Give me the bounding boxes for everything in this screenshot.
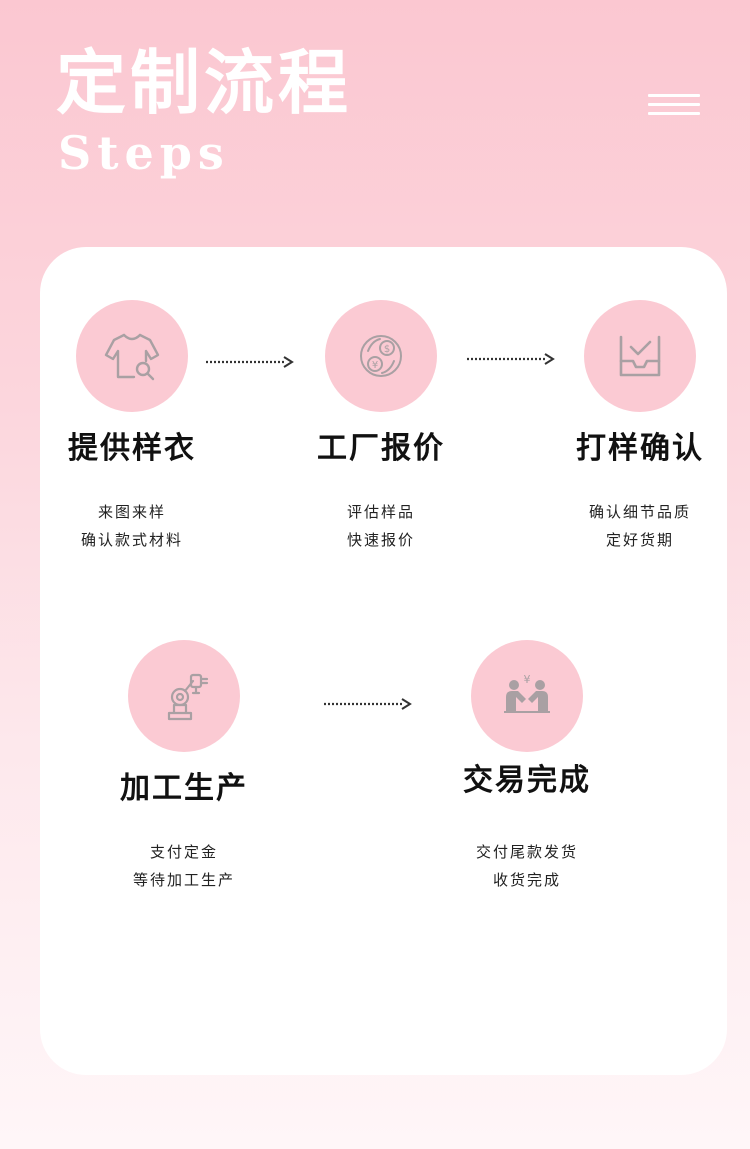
step-description: 评估样品 快速报价 — [281, 498, 481, 554]
page-subtitle: Steps — [58, 126, 230, 180]
page-title: 定制流程 — [56, 41, 352, 124]
arrow-right-icon — [206, 356, 294, 368]
step-desc-line: 收货完成 — [492, 871, 561, 889]
step-description: 交付尾款发货 收货完成 — [427, 838, 627, 894]
step-desc-line: 快速报价 — [346, 531, 415, 549]
step-provide-sample: 提供样衣 来图来样 确认款式材料 — [32, 300, 232, 554]
svg-text:¥: ¥ — [524, 673, 531, 686]
step-description: 来图来样 确认款式材料 — [32, 498, 232, 554]
step-icon-circle: $ ¥ — [325, 300, 437, 412]
step-icon-circle — [128, 640, 240, 752]
steps-card: 提供样衣 来图来样 确认款式材料 $ ¥ 工厂报价 评估样品 快速报价 — [40, 247, 727, 1075]
step-production: 加工生产 支付定金 等待加工生产 — [84, 640, 284, 894]
step-desc-line: 等待加工生产 — [132, 871, 235, 889]
inbox-check-icon — [619, 335, 661, 377]
step-icon-circle — [76, 300, 188, 412]
step-sample-confirm: 打样确认 确认细节品质 定好货期 — [540, 300, 740, 554]
svg-text:¥: ¥ — [372, 360, 378, 371]
arrow-right-icon — [467, 353, 555, 365]
currency-exchange-icon: $ ¥ — [360, 335, 402, 377]
handshake-deal-icon: ¥ — [504, 673, 550, 713]
step-icon-circle: ¥ — [471, 640, 583, 752]
step-icon-circle — [584, 300, 696, 412]
step-deal-complete: ¥ 交易完成 交付尾款发货 收货完成 — [427, 640, 627, 894]
step-desc-line: 评估样品 — [346, 503, 415, 521]
step-desc-line: 确认款式材料 — [80, 531, 183, 549]
step-description: 确认细节品质 定好货期 — [540, 498, 740, 554]
step-desc-line: 定好货期 — [605, 531, 674, 549]
step-desc-line: 支付定金 — [149, 843, 218, 861]
step-desc-line: 确认细节品质 — [588, 503, 691, 521]
step-title: 工厂报价 — [317, 431, 445, 466]
step-desc-line: 来图来样 — [97, 503, 166, 521]
svg-text:$: $ — [384, 344, 390, 355]
step-title: 加工生产 — [120, 771, 248, 806]
hamburger-menu-icon[interactable] — [648, 94, 700, 122]
step-title: 交易完成 — [463, 763, 591, 798]
robot-arm-icon — [167, 673, 209, 721]
arrow-right-icon — [324, 698, 412, 710]
clothing-search-icon — [104, 333, 160, 381]
step-title: 提供样衣 — [68, 431, 196, 466]
step-factory-quote: $ ¥ 工厂报价 评估样品 快速报价 — [281, 300, 481, 554]
step-description: 支付定金 等待加工生产 — [84, 838, 284, 894]
step-desc-line: 交付尾款发货 — [475, 843, 578, 861]
step-title: 打样确认 — [576, 431, 704, 466]
